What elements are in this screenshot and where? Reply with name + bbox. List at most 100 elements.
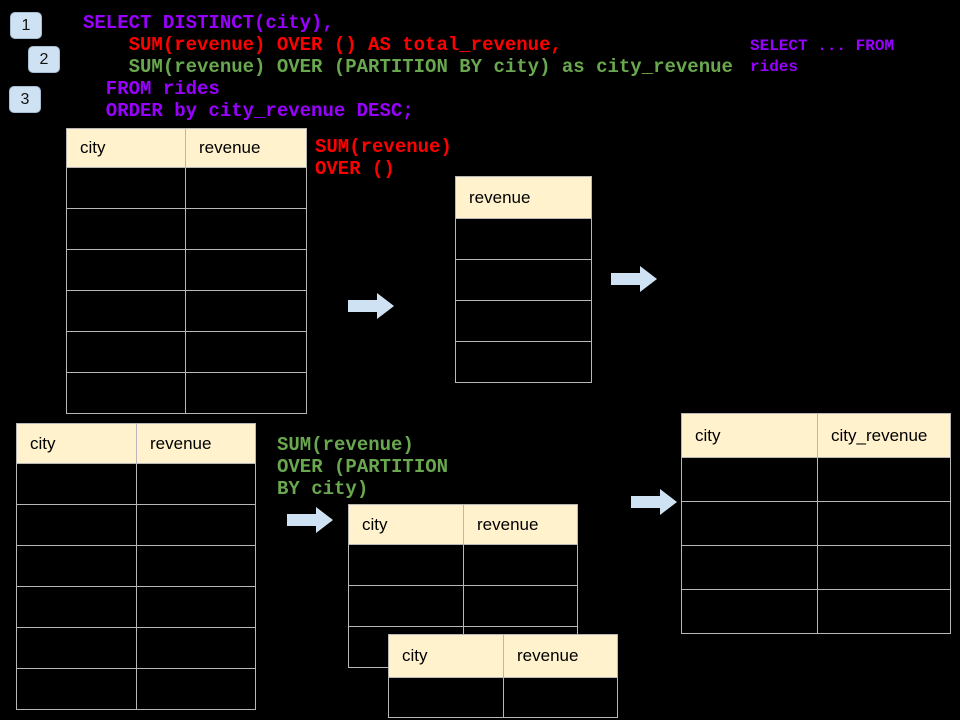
table-row — [456, 219, 592, 260]
table-cell — [67, 332, 186, 373]
table-cell — [137, 628, 256, 669]
code-line: rides — [750, 58, 799, 76]
table-cell — [67, 209, 186, 250]
table-row — [67, 209, 307, 250]
column-header: revenue — [186, 129, 307, 168]
table-cell — [456, 342, 592, 383]
table-cell — [137, 669, 256, 710]
table-row — [349, 586, 578, 627]
step-badge-3: 3 — [9, 86, 41, 113]
table-cell — [186, 373, 307, 414]
table-cell — [186, 291, 307, 332]
table-cell — [186, 209, 307, 250]
code-line: SUM(revenue) — [277, 434, 414, 456]
from-clause-note: SELECT ... FROM rides — [750, 36, 894, 78]
table-cell — [67, 291, 186, 332]
table-cell — [17, 464, 137, 505]
table-cell — [137, 464, 256, 505]
step-badge-2: 2 — [28, 46, 60, 73]
table-row — [682, 458, 951, 502]
table-row — [682, 546, 951, 590]
code-line: SUM(revenue) OVER (PARTITION BY city) as… — [83, 56, 733, 78]
table-cell — [464, 545, 578, 586]
table-cell — [17, 587, 137, 628]
table-cell — [67, 373, 186, 414]
table-cell — [682, 590, 818, 634]
table-cell — [137, 546, 256, 587]
table-cell — [456, 219, 592, 260]
table-row — [67, 168, 307, 209]
column-header: revenue — [464, 505, 578, 545]
table-cell — [137, 587, 256, 628]
code-line: OVER () — [315, 158, 395, 180]
table-row — [456, 260, 592, 301]
table-row — [67, 332, 307, 373]
code-line: BY city) — [277, 478, 369, 500]
code-line: SELECT DISTINCT(city), — [83, 12, 334, 34]
table-cell — [67, 168, 186, 209]
column-header: city — [17, 424, 137, 464]
table-total-revenue-result: revenue — [455, 176, 592, 383]
table-cell — [456, 301, 592, 342]
table-row — [17, 464, 256, 505]
table-row — [67, 250, 307, 291]
table-cell — [186, 332, 307, 373]
table-cell — [456, 260, 592, 301]
table-cell — [17, 628, 137, 669]
table-cell — [818, 546, 951, 590]
table-row — [349, 545, 578, 586]
table-cell — [17, 505, 137, 546]
table-cell — [818, 458, 951, 502]
code-line: SELECT ... FROM — [750, 37, 895, 55]
step-badge-1: 1 — [10, 12, 42, 39]
table-row — [682, 590, 951, 634]
arrow-right-icon — [348, 293, 394, 319]
column-header: revenue — [137, 424, 256, 464]
table-cell — [682, 458, 818, 502]
column-header: city_revenue — [818, 414, 951, 458]
code-line: SUM(revenue) OVER () AS total_revenue, — [83, 34, 562, 56]
table-row — [389, 678, 618, 718]
table-cell — [389, 678, 504, 718]
table-row — [67, 373, 307, 414]
table-cell — [186, 250, 307, 291]
table-cell — [504, 678, 618, 718]
column-header: city — [389, 635, 504, 678]
table-row — [17, 669, 256, 710]
arrow-right-icon — [631, 489, 677, 515]
table-cell — [349, 586, 464, 627]
code-line: OVER (PARTITION — [277, 456, 449, 478]
table-cell — [137, 505, 256, 546]
table-row — [17, 546, 256, 587]
column-header: city — [682, 414, 818, 458]
table-cell — [349, 545, 464, 586]
table-row — [682, 502, 951, 546]
table-cell — [17, 546, 137, 587]
table-row — [456, 342, 592, 383]
table-row — [67, 291, 307, 332]
table-header-row: revenue — [456, 177, 592, 219]
table-cell — [682, 502, 818, 546]
table-row — [17, 587, 256, 628]
total-revenue-window-label: SUM(revenue)OVER () — [315, 136, 452, 180]
code-line: ORDER by city_revenue DESC; — [83, 100, 414, 122]
table-row — [17, 628, 256, 669]
code-line: SUM(revenue) — [315, 136, 452, 158]
sql-query-code: SELECT DISTINCT(city), SUM(revenue) OVER… — [83, 12, 733, 122]
table-cell — [818, 502, 951, 546]
table-cell — [682, 546, 818, 590]
table-cell — [17, 669, 137, 710]
code-line: FROM rides — [83, 78, 220, 100]
table-cell — [186, 168, 307, 209]
